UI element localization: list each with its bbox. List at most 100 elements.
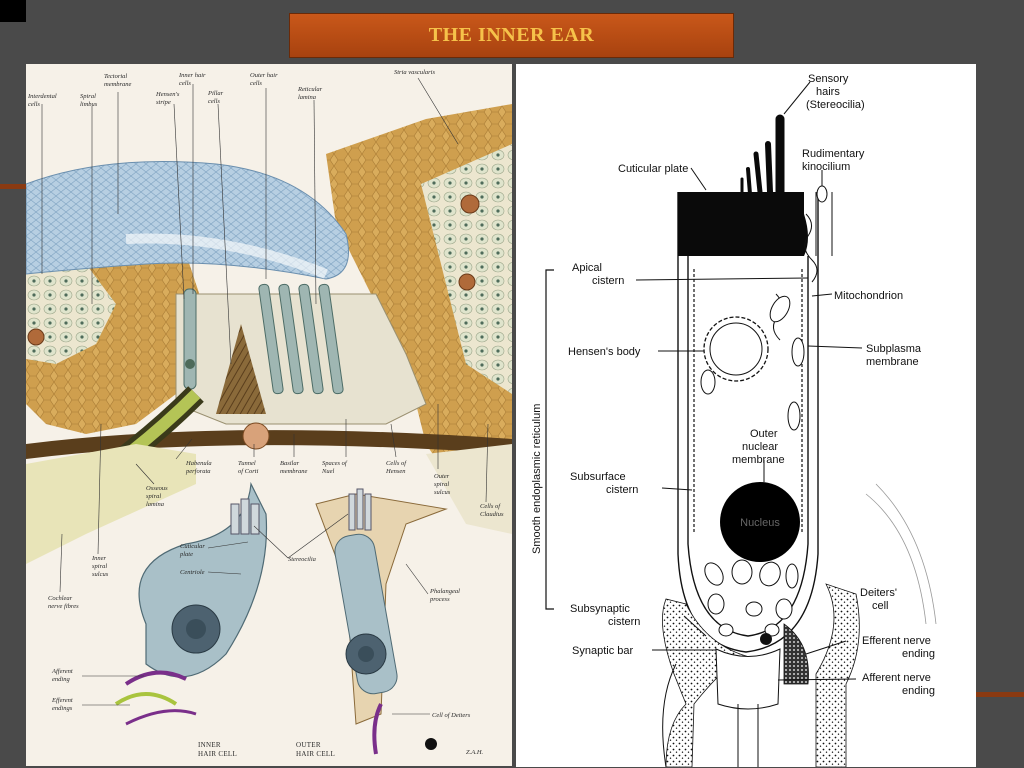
- svg-text:Reticular: Reticular: [297, 86, 323, 93]
- label-subsynaptic-2: cistern: [608, 616, 640, 628]
- label-sensory-hairs-1: Sensory: [808, 73, 849, 85]
- label-hensen-cells-2: Hensen: [385, 468, 406, 475]
- label-basilar-2: membrane: [280, 468, 308, 475]
- label-afferent-ending-1: Afferent: [51, 668, 73, 675]
- nucleus-label: Nucleus: [740, 517, 780, 529]
- svg-text:perforata: perforata: [185, 468, 211, 475]
- label-phalangeal-1: Phalangeal: [429, 588, 460, 595]
- label-tectorial-1: Tectorial: [104, 73, 127, 80]
- diagram-leader-lines: [635, 81, 863, 681]
- label-rudimentary-kinocilium-1: Rudimentary: [802, 148, 865, 160]
- label-phalangeal-2: process: [429, 596, 450, 603]
- label-stereocilia: Stereocilia: [288, 556, 316, 563]
- svg-text:spiral: spiral: [92, 563, 107, 570]
- outer-hair-cell-illustration: [315, 488, 448, 755]
- label-outer-nuclear-1: Outer: [750, 428, 778, 440]
- label-deiters-cell-1: Deiters': [860, 587, 897, 599]
- deiters-cell-shape: [815, 583, 860, 767]
- label-outer-sulcus-2: spiral: [434, 481, 449, 488]
- label-spiral-limbus-1: Spiral: [80, 93, 96, 100]
- svg-text:INNER: INNER: [198, 741, 221, 749]
- label-cell-of-deiters: Cell of Deiters: [432, 712, 471, 719]
- svg-text:Apical: Apical: [572, 262, 602, 274]
- svg-text:Claudius: Claudius: [480, 511, 504, 518]
- label-hensens-body: Hensen's body: [568, 346, 641, 358]
- svg-text:process: process: [429, 596, 450, 603]
- label-outer-sulcus-1: Outer: [434, 473, 450, 480]
- label-outer-hair-cells-1: Outer hair: [250, 72, 278, 79]
- label-hensens-stripe-2: stripe: [156, 99, 171, 106]
- label-afferent-ending-2: ending: [52, 676, 70, 683]
- slide-title-banner: THE INNER EAR: [289, 13, 734, 58]
- label-sensory-hairs-3: (Stereocilia): [806, 99, 865, 111]
- svg-text:Subplasma: Subplasma: [866, 343, 922, 355]
- svg-text:cells: cells: [208, 98, 220, 105]
- stria-vascularis-region: [421, 144, 512, 394]
- svg-text:plate: plate: [179, 551, 193, 558]
- right-accent-bar: [976, 692, 1024, 697]
- leader-lines: [41, 77, 489, 715]
- svg-text:Inner: Inner: [91, 555, 107, 562]
- svg-text:Hensen: Hensen: [385, 468, 406, 475]
- svg-text:Subsurface: Subsurface: [570, 471, 626, 483]
- svg-text:Habenula: Habenula: [185, 460, 212, 467]
- cuticular-plate-shape: [678, 192, 804, 256]
- svg-text:membrane: membrane: [280, 468, 308, 475]
- stereocilia-bundle: [740, 114, 785, 198]
- label-tunnel-corti-2: of Corti: [238, 468, 259, 475]
- label-reticular-lamina-2: lamina: [298, 94, 316, 101]
- label-inner-sulcus-3: sulcus: [92, 571, 109, 578]
- svg-text:membrane: membrane: [732, 454, 785, 466]
- label-tectorial-2: membrane: [104, 81, 132, 88]
- svg-text:Z.A.H.: Z.A.H.: [466, 749, 484, 756]
- label-basilar-1: Basilar: [280, 460, 300, 467]
- svg-text:Cell of Deiters: Cell of Deiters: [432, 712, 471, 719]
- slide-title: THE INNER EAR: [428, 24, 595, 46]
- svg-text:Stria vascularis: Stria vascularis: [394, 69, 435, 76]
- label-apical-cistern-1: Apical: [572, 262, 602, 274]
- label-outer-hair-cells-2: cells: [250, 80, 262, 87]
- svg-text:Synaptic bar: Synaptic bar: [572, 645, 633, 657]
- svg-text:membrane: membrane: [866, 356, 919, 368]
- svg-text:Nucleus: Nucleus: [740, 517, 780, 529]
- corner-block: [0, 0, 26, 22]
- label-osseous-1: Osseous: [146, 485, 168, 492]
- svg-text:cell: cell: [872, 600, 889, 612]
- svg-text:cistern: cistern: [608, 616, 640, 628]
- svg-text:Spiral: Spiral: [80, 93, 96, 100]
- svg-text:nerve fibres: nerve fibres: [48, 603, 79, 610]
- afferent-nerve-ending-shape: [715, 648, 781, 710]
- svg-text:Outer: Outer: [434, 473, 450, 480]
- svg-text:stripe: stripe: [156, 99, 171, 106]
- svg-text:Cochlear: Cochlear: [48, 595, 73, 602]
- svg-text:lamina: lamina: [298, 94, 316, 101]
- label-outer-sulcus-3: sulcus: [434, 489, 451, 496]
- svg-text:HAIR CELL: HAIR CELL: [198, 750, 237, 758]
- svg-text:Afferent nerve: Afferent nerve: [862, 672, 931, 684]
- svg-text:ending: ending: [902, 685, 935, 697]
- label-smooth-er: Smooth endoplasmic reticulum: [531, 404, 543, 554]
- svg-text:kinocilium: kinocilium: [802, 161, 850, 173]
- kinocilium-base: [816, 185, 828, 203]
- hair-cell-body: [677, 192, 819, 653]
- label-nuel-1: Spaces of: [322, 460, 348, 467]
- label-inner-hair-cells-2: cells: [179, 80, 191, 87]
- caption-inner-hair-cell-1: INNER: [198, 741, 221, 749]
- svg-text:Mitochondrion: Mitochondrion: [834, 290, 903, 302]
- mitochondria: [700, 295, 805, 637]
- svg-text:Tectorial: Tectorial: [104, 73, 127, 80]
- inner-hair-cell-illustration: [114, 481, 268, 726]
- label-synaptic-bar: Synaptic bar: [572, 645, 633, 657]
- svg-text:Smooth endoplasmic reticulum: Smooth endoplasmic reticulum: [531, 404, 543, 554]
- caption-outer-hair-cell-2: HAIR CELL: [296, 750, 335, 758]
- efferent-nerve-ending-shape: [783, 623, 809, 685]
- svg-text:Stereocilia: Stereocilia: [288, 556, 316, 563]
- label-apical-cistern-2: cistern: [592, 275, 624, 287]
- svg-text:OUTER: OUTER: [296, 741, 321, 749]
- svg-text:Cells of: Cells of: [480, 503, 501, 510]
- svg-text:Hensen's: Hensen's: [155, 91, 180, 98]
- outer-hair-cell-rows: [258, 283, 344, 395]
- artist-signature: Z.A.H.: [466, 749, 484, 756]
- label-rudimentary-kinocilium-2: kinocilium: [802, 161, 850, 173]
- svg-text:cistern: cistern: [606, 484, 638, 496]
